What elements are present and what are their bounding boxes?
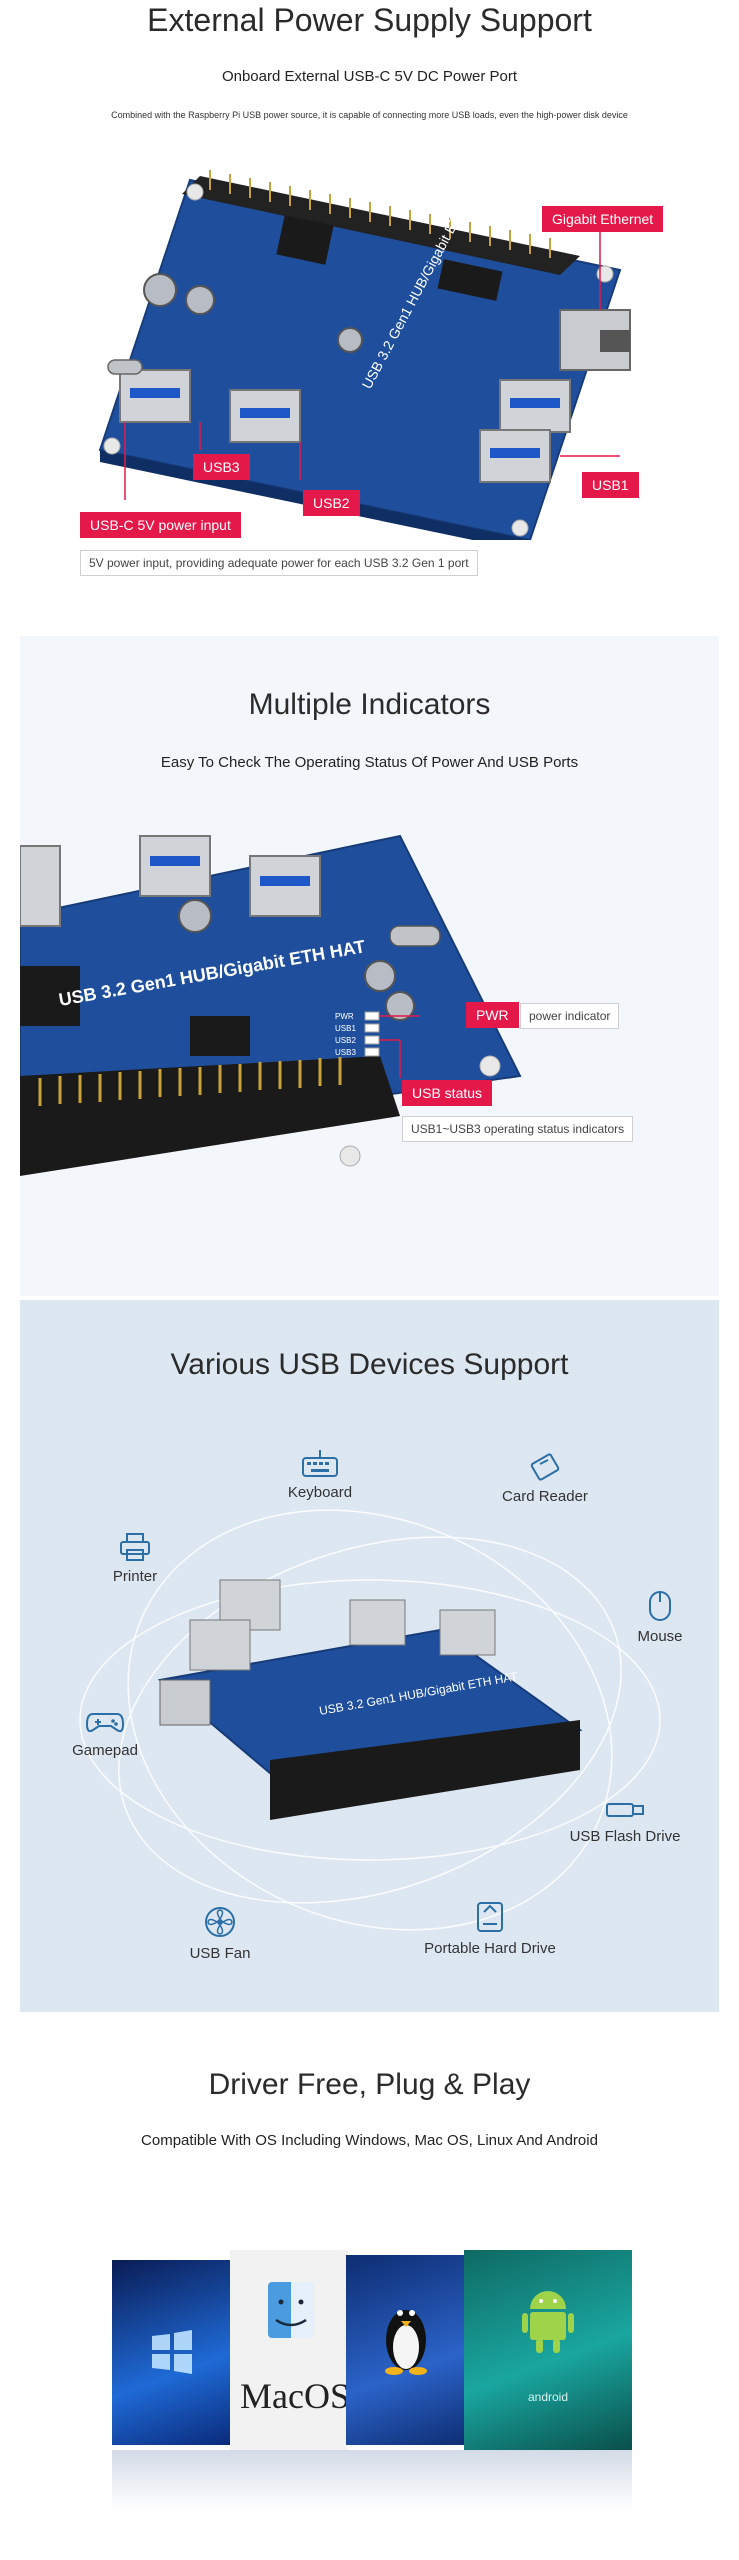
windows-tile: [112, 2260, 232, 2445]
usb-status-note: USB1~USB3 operating status indicators: [402, 1116, 634, 1142]
fan-icon: [205, 1907, 235, 1937]
device-card-reader: Card Reader: [475, 1452, 615, 1505]
device-mouse: Mouse: [590, 1588, 719, 1645]
section-title: Multiple Indicators: [248, 688, 491, 721]
section-title: Driver Free, Plug & Play: [208, 2068, 531, 2101]
device-label: USB Flash Drive: [569, 1828, 681, 1845]
linux-tile: [346, 2255, 466, 2445]
mouse-icon: [649, 1591, 671, 1621]
device-usb-fan: USB Fan: [150, 1905, 290, 1962]
device-label: USB Fan: [189, 1945, 251, 1962]
section-subtitle: Easy To Check The Operating Status Of Po…: [160, 754, 579, 771]
device-label: Portable Hard Drive: [424, 1940, 556, 1957]
tux-logo-icon: [385, 2310, 427, 2375]
led-label-usb1: USB1: [335, 1024, 356, 1033]
gamepad-icon: [85, 1713, 125, 1733]
device-label: Mouse: [637, 1628, 683, 1645]
windows-logo-icon: [152, 2330, 192, 2374]
device-portable-hard-drive: Portable Hard Drive: [400, 1900, 580, 1957]
devices-diagram: USB 3.2 Gen1 HUB/Gigabit ETH HAT: [79, 1509, 661, 1931]
keyboard-icon: [302, 1450, 338, 1477]
device-label: Printer: [112, 1568, 158, 1585]
power-note: 5V power input, providing adequate power…: [80, 550, 478, 576]
android-tile: android: [464, 2250, 632, 2450]
usb2-tag: USB2: [303, 490, 360, 516]
device-usb-flash-drive: USB Flash Drive: [540, 1798, 710, 1845]
usb-status-tag: USB status: [402, 1080, 493, 1106]
hard-drive-icon: [477, 1902, 503, 1932]
section-title: Various USB Devices Support: [170, 1348, 569, 1381]
macos-text: MacOS: [240, 2376, 348, 2416]
usb3-tag: USB3: [193, 454, 250, 480]
android-text: android: [527, 2390, 569, 2404]
card-reader-icon: [530, 1453, 560, 1481]
device-label: Keyboard: [287, 1484, 353, 1501]
android-logo-icon: [522, 2291, 574, 2353]
section-multiple-indicators: Multiple Indicators Easy To Check The Op…: [20, 636, 719, 1296]
device-gamepad: Gamepad: [35, 1708, 175, 1759]
pwr-tag: PWR: [466, 1002, 519, 1028]
section-title: External Power Supply Support: [147, 2, 592, 38]
led-label-usb2: USB2: [335, 1036, 356, 1045]
usbc-power-tag: USB-C 5V power input: [80, 512, 241, 538]
macos-tile: MacOS: [230, 2250, 348, 2450]
usb1-tag: USB1: [582, 472, 639, 498]
printer-icon: [120, 1533, 150, 1561]
section-subtitle: Onboard External USB-C 5V DC Power Port: [221, 68, 518, 85]
led-label-pwr: PWR: [335, 1012, 354, 1021]
section-external-power: External Power Supply Support Onboard Ex…: [0, 0, 739, 620]
section-subtitle: Compatible With OS Including Windows, Ma…: [141, 2132, 598, 2149]
section-description: Combined with the Raspberry Pi USB power…: [111, 110, 628, 120]
section-driver-free: Driver Free, Plug & Play Compatible With…: [0, 2020, 739, 2560]
section-usb-devices: Various USB Devices Support USB 3.2 Gen1…: [20, 1300, 719, 2012]
device-label: Card Reader: [502, 1488, 588, 1505]
device-keyboard: Keyboard: [250, 1448, 390, 1501]
device-label: Gamepad: [72, 1742, 138, 1759]
finder-logo-icon: [268, 2282, 314, 2338]
gigabit-ethernet-tag: Gigabit Ethernet: [542, 206, 664, 232]
flash-drive-icon: [606, 1803, 644, 1817]
indicator-board-image: PWR USB1 USB2 USB3 USB 3.2 Gen1 HUB/Giga…: [20, 834, 522, 1176]
device-printer: Printer: [65, 1532, 205, 1585]
pwr-note: power indicator: [520, 1003, 620, 1029]
os-tiles-row: MacOS android: [112, 2250, 632, 2450]
os-tiles-reflection: [112, 2450, 632, 2510]
led-label-usb3: USB3: [335, 1048, 356, 1057]
